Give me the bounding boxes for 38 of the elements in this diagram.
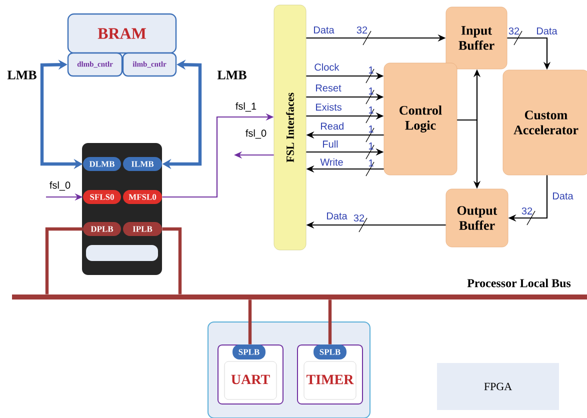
- bus-width-label: 1: [369, 142, 374, 150]
- bus-width-label: 1: [369, 160, 374, 166]
- process-box: Custom Accelerator: [502, 70, 587, 176]
- bus-width-label: 1: [369, 126, 374, 132]
- edge-label: Exists: [316, 103, 342, 111]
- process-box: Control Logic: [384, 62, 458, 176]
- interface-bar: FSL Interfaces: [274, 4, 306, 250]
- edge-label: LMB: [217, 70, 246, 80]
- edge-label: fsl_0: [246, 129, 266, 139]
- edge-label: fsl_1: [236, 102, 256, 112]
- connector-line: [162, 227, 182, 294]
- edge-label: Reset: [316, 84, 342, 92]
- process-box: Output Buffer: [446, 188, 508, 248]
- edge-label: Data: [327, 212, 348, 220]
- bus-width-label: 32: [356, 26, 368, 34]
- edge-label: Data: [553, 192, 574, 200]
- connector-line: [328, 300, 332, 344]
- bus-width-label: 1: [369, 88, 374, 94]
- memory-block: BRAM: [67, 13, 177, 54]
- bus-width-label: 32: [354, 214, 364, 222]
- edge-label: Write: [320, 158, 343, 166]
- name-pill: [86, 245, 158, 261]
- edge-label: fsl_0: [50, 181, 70, 191]
- edge-label: Data: [537, 28, 558, 34]
- process-box: Input Buffer: [446, 6, 508, 70]
- bus-width-label: 32: [522, 207, 532, 215]
- edge-label: Clock: [314, 63, 340, 71]
- bus-label: Processor Local Bus: [467, 278, 571, 288]
- edge-label: Data: [314, 26, 334, 34]
- edge-label: Full: [323, 140, 338, 148]
- edge-label: Read: [321, 122, 344, 130]
- device-box: FPGA: [437, 363, 559, 410]
- bus-width-label: 1: [369, 106, 374, 114]
- bus-width-label: 1: [369, 66, 374, 74]
- connector-line: [248, 300, 252, 344]
- bus-width-label: 32: [508, 27, 520, 35]
- connector-line: [45, 227, 83, 294]
- edge-label: LMB: [7, 70, 36, 80]
